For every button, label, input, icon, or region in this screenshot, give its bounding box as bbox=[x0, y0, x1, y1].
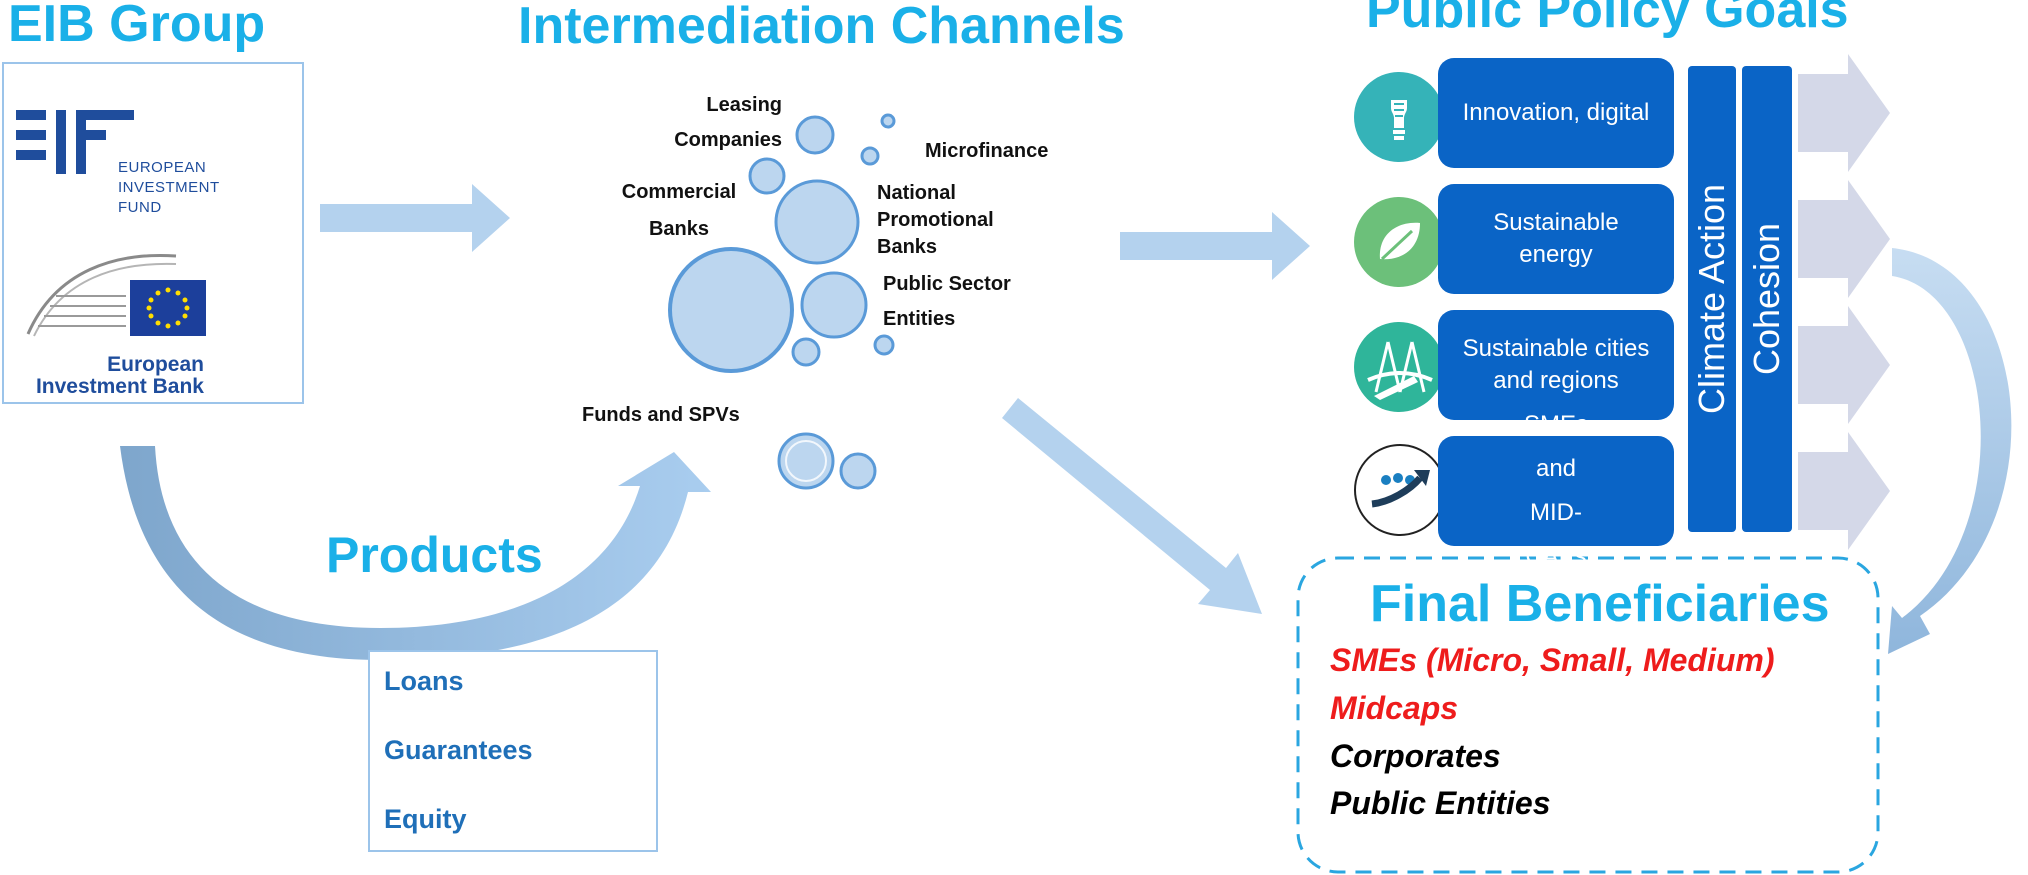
logos-box: EUROPEAN INVESTMENT FUND European Invest… bbox=[2, 62, 304, 404]
arrow-eib-to-channels bbox=[320, 184, 510, 252]
bubble-small-2 bbox=[873, 334, 895, 356]
goal-smes-midcaps: SMEs and MID-CAPs bbox=[1438, 411, 1674, 570]
product-guarantees: Guarantees bbox=[384, 735, 533, 765]
product-equity: Equity bbox=[384, 804, 467, 834]
arrow-goals-to-beneficiaries bbox=[1888, 248, 2012, 654]
label-funds-spvs: Funds and SPVs bbox=[582, 404, 740, 426]
bubble-microfinance bbox=[860, 146, 880, 166]
beneficiary-public-entities: Public Entities bbox=[1330, 785, 1551, 821]
climate-action-label: Climate Action bbox=[1691, 183, 1732, 415]
final-beneficiaries-title: Final Beneficiaries bbox=[1370, 575, 1830, 633]
goal-arrow-1 bbox=[1798, 54, 1890, 172]
beneficiaries-box bbox=[1296, 556, 1880, 874]
beneficiary-midcaps: Midcaps bbox=[1330, 690, 1459, 726]
goal-innovation-digital: Innovation, digital bbox=[1438, 58, 1674, 168]
leaf-icon bbox=[1354, 197, 1444, 287]
climate-action-bar: Climate Action bbox=[1688, 66, 1736, 532]
product-loans: Loans bbox=[384, 666, 464, 696]
label-leasing-companies: Leasing Companies bbox=[674, 94, 782, 151]
products-title: Products bbox=[326, 527, 543, 583]
eib-logo-icon bbox=[26, 253, 206, 337]
beneficiary-corporates: Corporates bbox=[1330, 738, 1501, 774]
bubble-leasing-small bbox=[748, 157, 786, 195]
lightbulb-icon bbox=[1354, 72, 1444, 162]
products-box: Loans Guarantees Equity bbox=[368, 650, 658, 852]
bubble-small-1 bbox=[791, 337, 821, 367]
bubble-leasing bbox=[795, 115, 835, 155]
cohesion-bar: Cohesion bbox=[1742, 66, 1792, 532]
intermediation-channels-title: Intermediation Channels bbox=[518, 0, 1125, 55]
goal-sustainable-cities-regions: Sustainable cities and regions bbox=[1438, 310, 1674, 420]
goal-arrow-2 bbox=[1798, 180, 1890, 298]
goal-sustainable-energy: Sustainable energy bbox=[1438, 184, 1674, 294]
label-national-promotional-banks: National Promotional Banks bbox=[877, 182, 994, 258]
bubble-microfinance-2 bbox=[880, 113, 896, 129]
arrow-channels-to-beneficiaries bbox=[1002, 398, 1262, 614]
goal-arrow-4 bbox=[1798, 432, 1890, 550]
bubble-commercial-banks bbox=[668, 247, 794, 373]
bubble-public-sector bbox=[800, 271, 868, 339]
goal-arrow-3 bbox=[1798, 306, 1890, 424]
growth-arrow-icon bbox=[1354, 444, 1446, 536]
label-public-sector-entities: Public Sector Entities bbox=[883, 273, 1011, 330]
arrow-channels-to-goals bbox=[1120, 212, 1310, 280]
eif-name: EUROPEAN INVESTMENT FUND bbox=[118, 159, 220, 216]
bridge-icon bbox=[1354, 322, 1444, 412]
bubble-national-promotional-banks bbox=[774, 179, 860, 265]
eib-group-title: EIB Group bbox=[8, 0, 266, 53]
beneficiary-smes: SMEs (Micro, Small, Medium) bbox=[1330, 642, 1775, 678]
cohesion-label: Cohesion bbox=[1746, 222, 1787, 376]
public-policy-goals-title: Public Policy Goals bbox=[1366, 0, 1849, 39]
bubble-funds-spvs bbox=[777, 432, 835, 490]
products-curve-arrow bbox=[120, 446, 711, 660]
label-microfinance: Microfinance bbox=[925, 140, 1049, 162]
label-commercial-banks: Commercial Banks bbox=[621, 181, 737, 240]
eif-logo-icon bbox=[16, 110, 134, 174]
eib-name: European Investment Bank bbox=[35, 353, 204, 398]
bubble-funds-small bbox=[839, 452, 877, 490]
